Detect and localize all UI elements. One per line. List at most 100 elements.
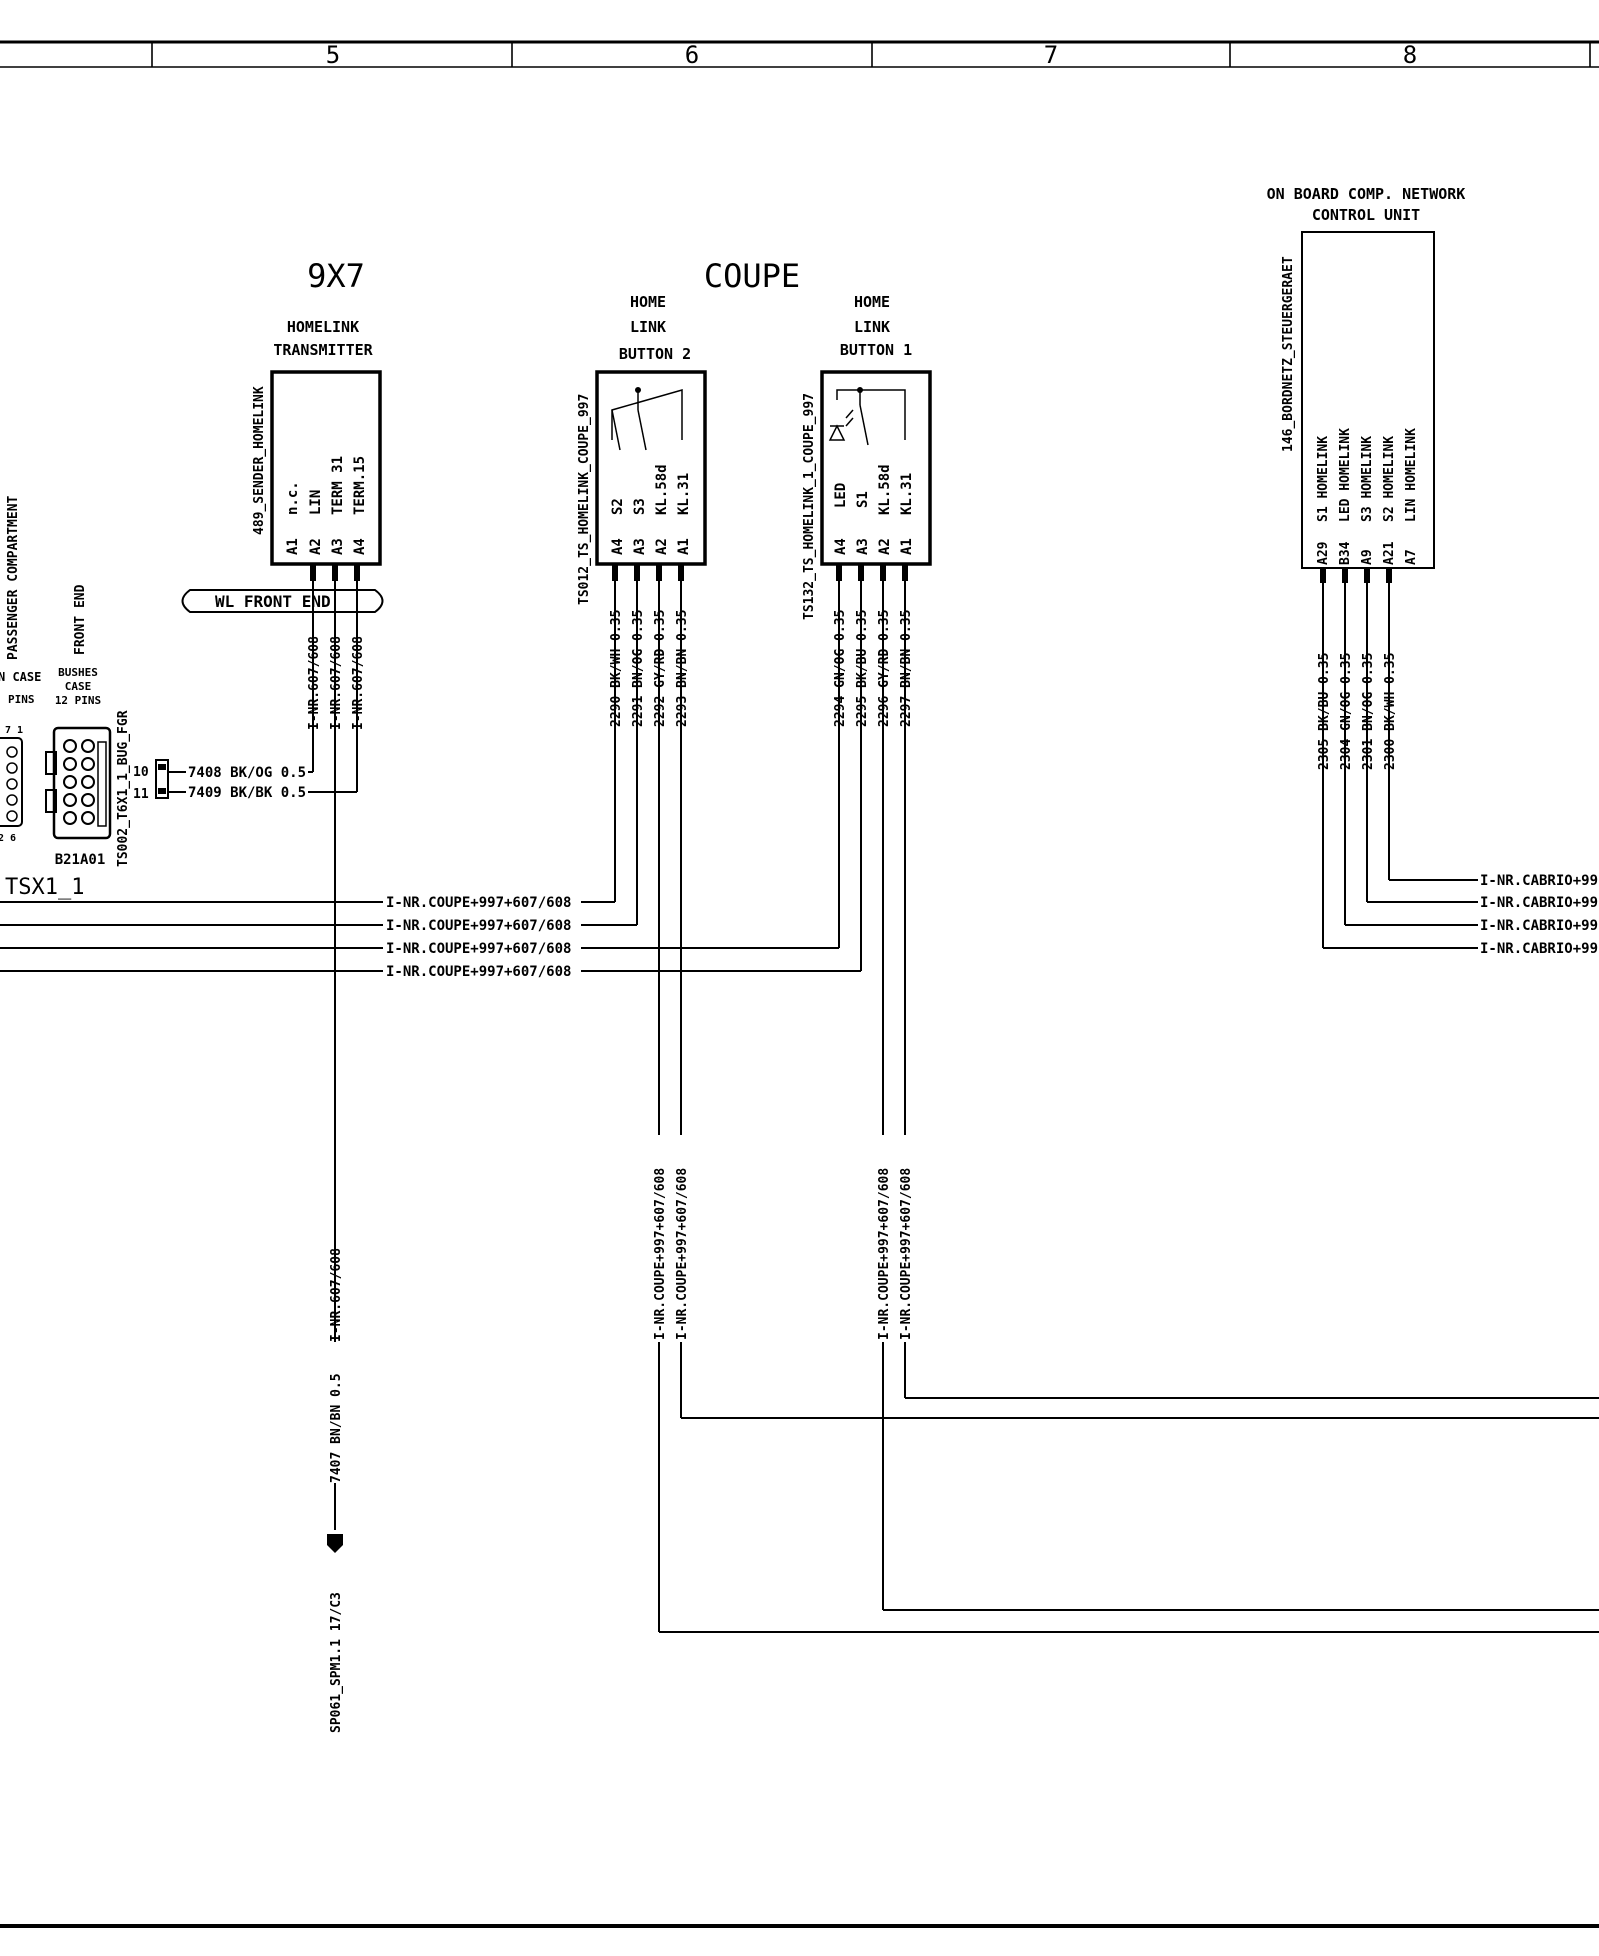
zone-label: 5 [326,41,340,69]
splice-label: SP061_SPM1.1 17/C3 [329,1592,344,1733]
pin-numbers: 7 1 [5,725,23,736]
pin-label: A3 [855,538,871,555]
wire-label: 2304 GN/OG 0.35 [1339,653,1354,770]
splice-wire: 7407 BN/BN 0.5 [329,1373,344,1483]
cabrio-ref: I-NR.CABRIO+99 [1480,895,1598,911]
component-title: ON BOARD COMP. NETWORK [1267,185,1466,203]
component-title: BUTTON 1 [840,341,912,359]
pin-label: B34 [1338,541,1353,565]
wire-label: 2290 BK/WH 0.35 [609,610,624,727]
splice-route: 7407 BN/BN 0.5 I-NR.607/608 SP061_SPM1.1… [326,1248,346,1733]
pin-label: A9 [1360,549,1375,565]
wire-ref: I-NR.607/608 [329,636,344,730]
pin-name: LED [833,483,849,508]
pin-label: A21 [1382,541,1397,565]
pin-name: S1 [855,491,871,508]
pin-name: S3 [632,498,648,515]
bushes-label: 12 PINS [55,694,101,707]
wire-7409: 7409 BK/BK 0.5 [188,785,306,801]
connector-id: TS002_T6X1_1_BUG_FGR [116,710,131,867]
component-title: TRANSMITTER [273,341,373,359]
bus-ref: I-NR.COUPE+997+607/608 [386,941,571,957]
pin-label: A4 [352,538,368,555]
cabrio-ref: I-NR.CABRIO+99 [1480,873,1598,889]
bushes-label: BUSHES [58,666,98,679]
pin-number: 11 [133,787,149,802]
homelink-transmitter: HOMELINK TRANSMITTER 489_SENDER_HOMELINK… [252,318,382,1342]
pin-label: A2 [877,538,893,555]
pin-label: A1 [285,538,301,555]
pin-name: KL.31 [676,473,692,515]
zone-label: 8 [1403,41,1417,69]
homelink-button-1: HOME LINK BUTTON 1 TS132_TS_HOMELINK_1_C… [802,293,932,1610]
wire-label: 2296 GY/RD 0.35 [877,610,892,727]
variant-title: COUPE [704,257,800,295]
vertical-ref: I-NR.COUPE+997+607/608 [653,1168,668,1340]
component-id: TS012_TS_HOMELINK_COUPE_997 [577,394,592,605]
wire-label: 2293 BN/BN 0.35 [675,610,690,727]
pin-label: A3 [330,538,346,555]
component-title: HOME [630,293,666,311]
n-case-label: N CASE [0,670,41,684]
pin-number: 10 [133,765,149,780]
zone-ruler: 5 6 7 8 [0,40,1599,69]
bus-ref: I-NR.COUPE+997+607/608 [386,918,571,934]
tsx-label: TSX1_1 [5,875,84,900]
variant-title: 9X7 [307,257,365,295]
component-title: HOMELINK [287,318,359,336]
bushes-label: CASE [65,680,92,693]
pin-name: LIN HOMELINK [1404,428,1419,522]
pin-name: S3 HOMELINK [1360,436,1375,522]
wire-label: 2295 BK/BU 0.35 [855,610,870,727]
wl-front-end-tag: WL FRONT END [181,589,384,613]
pin-name: LIN [308,490,324,515]
pin-label: A2 [654,538,670,555]
pin-label: A2 [308,538,324,555]
pin-name: KL.58d [877,464,893,515]
bushes-case-connector-icon [45,726,112,840]
control-unit: ON BOARD COMP. NETWORK CONTROL UNIT 146_… [1267,185,1598,957]
pin-name: n.c. [285,481,301,515]
wire-7408: 7408 BK/OG 0.5 [188,765,306,781]
pin-label: A1 [899,538,915,555]
wire-label: 2292 GY/RD 0.35 [653,610,668,727]
lower-routing: I-NR.COUPE+997+607/608 I-NR.COUPE+997+60… [648,1135,1599,1633]
component-title: LINK [854,318,890,336]
pin-name: LED HOMELINK [1338,428,1353,522]
wl-front-end-label: WL FRONT END [215,592,331,611]
vertical-ref: I-NR.COUPE+997+607/608 [877,1168,892,1340]
pin-name: KL.31 [899,473,915,515]
pins-label: PINS [8,693,35,706]
pin-name: TERM.15 [352,456,368,515]
bus-ref: I-NR.COUPE+997+607/608 [386,895,571,911]
pin-name: TERM 31 [330,456,346,515]
component-title: HOME [854,293,890,311]
cabrio-ref: I-NR.CABRIO+99 [1480,941,1598,957]
wire-label: 2297 BN/BN 0.35 [899,610,914,727]
pin-label: A3 [632,538,648,555]
splice-ref: I-NR.607/608 [329,1248,344,1342]
left-connectors: PASSENGER COMPARTMENT FRONT END N CASE P… [0,495,357,900]
wire-label: 2294 GN/OG 0.35 [833,610,848,727]
pin-name: KL.58d [654,464,670,515]
front-end-label: FRONT END [73,584,88,655]
pin-name: S2 HOMELINK [1382,436,1397,522]
zone-label: 7 [1044,41,1058,69]
bus-ref: I-NR.COUPE+997+607/608 [386,964,571,980]
left-connector-icon [0,737,23,827]
vertical-ref: I-NR.COUPE+997+607/608 [675,1168,690,1340]
passenger-label: PASSENGER COMPARTMENT [6,495,21,660]
component-id: TS132_TS_HOMELINK_1_COUPE_997 [802,393,817,620]
vertical-ref: I-NR.COUPE+997+607/608 [899,1168,914,1340]
wire-label: 2301 BN/OG 0.35 [1361,653,1376,770]
zone-label: 6 [685,41,699,69]
cabrio-ref: I-NR.CABRIO+99 [1480,918,1598,934]
component-id: 146_BORDNETZ_STEUERGERAET [1281,256,1296,452]
component-title: BUTTON 2 [619,345,691,363]
wire-label: 2300 BK/WH 0.35 [1383,653,1398,770]
pin-name: S1 HOMELINK [1316,436,1331,522]
pin-label: A7 [1404,549,1419,565]
pin-name: S2 [610,498,626,515]
wire-label: 2291 BN/OG 0.35 [631,610,646,727]
